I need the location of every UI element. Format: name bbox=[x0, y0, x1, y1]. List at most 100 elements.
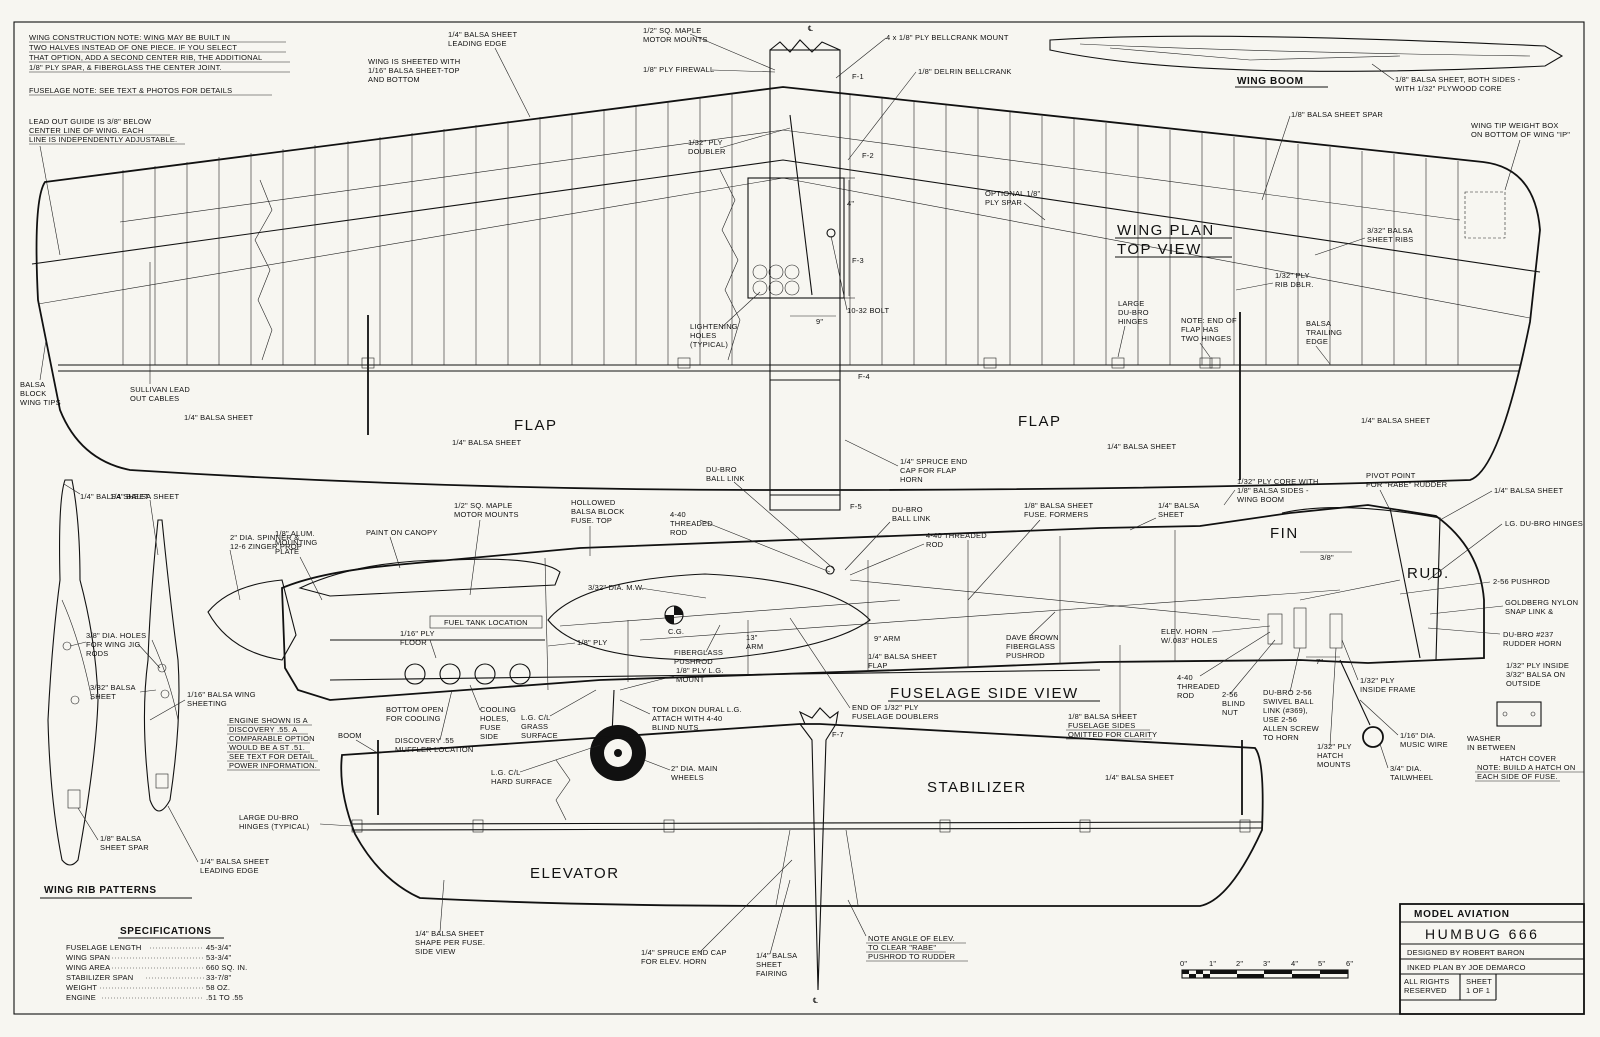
svg-text:WASHER: WASHER bbox=[1467, 734, 1501, 743]
svg-text:1/8" PLY L.G.: 1/8" PLY L.G. bbox=[676, 666, 724, 675]
svg-text:1/8" PLY SPAR, & FIBERGLASS TH: 1/8" PLY SPAR, & FIBERGLASS THE CENTER J… bbox=[29, 63, 222, 72]
svg-text:LEAD OUT GUIDE IS 3/8" BELOW: LEAD OUT GUIDE IS 3/8" BELOW bbox=[29, 117, 152, 126]
svg-text:MOUNTING: MOUNTING bbox=[275, 538, 317, 547]
svg-text:1/32" PLY: 1/32" PLY bbox=[1360, 676, 1395, 685]
fuselage-side-view: 3/8" 7" bbox=[207, 504, 1542, 781]
svg-text:DU-BRO: DU-BRO bbox=[706, 465, 737, 474]
svg-text:COOLING: COOLING bbox=[480, 705, 516, 714]
svg-text:1/8" BALSA SIDES -: 1/8" BALSA SIDES - bbox=[1237, 486, 1309, 495]
svg-text:1/4" BALSA SHEET: 1/4" BALSA SHEET bbox=[184, 413, 253, 422]
svg-text:POWER INFORMATION.: POWER INFORMATION. bbox=[229, 761, 317, 770]
svg-text:3": 3" bbox=[1263, 959, 1270, 968]
svg-text:FLAP: FLAP bbox=[868, 661, 888, 670]
svg-text:F-1: F-1 bbox=[852, 72, 864, 81]
svg-text:WHEELS: WHEELS bbox=[671, 773, 704, 782]
svg-text:1/16" BALSA WING: 1/16" BALSA WING bbox=[187, 690, 256, 699]
svg-text:TOP VIEW: TOP VIEW bbox=[1117, 241, 1202, 258]
svg-text:1/8" PLY: 1/8" PLY bbox=[577, 638, 607, 647]
svg-text:FLAP HAS: FLAP HAS bbox=[1181, 325, 1219, 334]
svg-text:FUSELAGE SIDES: FUSELAGE SIDES bbox=[1068, 721, 1135, 730]
fuselage-labels: 2" DIA. SPINNER & 12-6 ZINGER PROP 1/8" … bbox=[229, 465, 1584, 782]
svg-text:1/8" BALSA: 1/8" BALSA bbox=[100, 834, 141, 843]
svg-text:MUSIC WIRE: MUSIC WIRE bbox=[1400, 740, 1448, 749]
wing-plan-title: WING PLAN TOP VIEW bbox=[1115, 222, 1232, 258]
svg-text:DISCOVERY .55: DISCOVERY .55 bbox=[395, 736, 454, 745]
wing-ribs bbox=[122, 93, 1459, 365]
svg-text:TOM DIXON DURAL L.G.: TOM DIXON DURAL L.G. bbox=[652, 705, 742, 714]
svg-text:OPTIONAL 1/8": OPTIONAL 1/8" bbox=[985, 189, 1041, 198]
svg-text:3/4" DIA.: 3/4" DIA. bbox=[1390, 764, 1422, 773]
svg-text:OUTSIDE: OUTSIDE bbox=[1506, 679, 1541, 688]
svg-text:LG. DU-BRO HINGES: LG. DU-BRO HINGES bbox=[1505, 519, 1583, 528]
svg-text:TAILWHEEL: TAILWHEEL bbox=[1390, 773, 1433, 782]
svg-text:45-3/4": 45-3/4" bbox=[206, 943, 231, 952]
svg-text:SHAPE PER FUSE.: SHAPE PER FUSE. bbox=[415, 938, 485, 947]
svg-text:FLOOR: FLOOR bbox=[400, 638, 427, 647]
svg-text:1/4" BALSA SHEET: 1/4" BALSA SHEET bbox=[415, 929, 484, 938]
svg-text:FAIRING: FAIRING bbox=[756, 969, 787, 978]
svg-text:BALSA: BALSA bbox=[1306, 319, 1331, 328]
specifications-table: SPECIFICATIONS FUSELAGE LENGTH 45-3/4" W… bbox=[66, 926, 247, 1002]
svg-text:THREADED: THREADED bbox=[670, 519, 713, 528]
svg-text:ALLEN SCREW: ALLEN SCREW bbox=[1263, 724, 1320, 733]
svg-text:PUSHROD: PUSHROD bbox=[674, 657, 713, 666]
svg-text:9" ARM: 9" ARM bbox=[874, 634, 900, 643]
svg-text:1/4" BALSA SHEET: 1/4" BALSA SHEET bbox=[80, 492, 149, 501]
svg-text:LEADING EDGE: LEADING EDGE bbox=[200, 866, 259, 875]
svg-text:12-6 ZINGER PROP: 12-6 ZINGER PROP bbox=[230, 542, 302, 551]
svg-text:EDGE: EDGE bbox=[1306, 337, 1328, 346]
svg-text:1/4" BALSA SHEET: 1/4" BALSA SHEET bbox=[452, 438, 521, 447]
svg-text:BALL LINK: BALL LINK bbox=[706, 474, 745, 483]
svg-text:3/32" BALSA: 3/32" BALSA bbox=[90, 683, 136, 692]
svg-text:℄: ℄ bbox=[812, 996, 819, 1005]
svg-text:NUT: NUT bbox=[1222, 708, 1238, 717]
svg-text:EACH SIDE OF FUSE.: EACH SIDE OF FUSE. bbox=[1477, 772, 1558, 781]
svg-text:BALL LINK: BALL LINK bbox=[892, 514, 931, 523]
svg-text:FOR ELEV. HORN: FOR ELEV. HORN bbox=[641, 957, 706, 966]
svg-text:WEIGHT: WEIGHT bbox=[66, 983, 97, 992]
svg-text:HARD SURFACE: HARD SURFACE bbox=[491, 777, 552, 786]
wing-boom-view: WING BOOM 1/8" BALSA SHEET, BOTH SIDES -… bbox=[1049, 35, 1564, 93]
svg-text:SHEET: SHEET bbox=[1466, 977, 1492, 986]
svg-text:PUSHROD: PUSHROD bbox=[1006, 651, 1045, 660]
svg-text:1/16" DIA.: 1/16" DIA. bbox=[1400, 731, 1436, 740]
svg-text:RESERVED: RESERVED bbox=[1404, 986, 1447, 995]
svg-text:FOR "RABE" RUDDER: FOR "RABE" RUDDER bbox=[1366, 480, 1448, 489]
svg-text:FUSELAGE LENGTH: FUSELAGE LENGTH bbox=[66, 943, 142, 952]
svg-text:1/32" PLY CORE WITH: 1/32" PLY CORE WITH bbox=[1237, 477, 1319, 486]
svg-text:BLIND: BLIND bbox=[1222, 699, 1245, 708]
svg-text:SEE TEXT FOR DETAIL: SEE TEXT FOR DETAIL bbox=[229, 752, 315, 761]
svg-text:SPECIFICATIONS: SPECIFICATIONS bbox=[120, 926, 212, 937]
wing-plan-labels: 1/4" BALSA SHEET LEADING EDGE WING IS SH… bbox=[20, 26, 1570, 484]
svg-text:53-3/4": 53-3/4" bbox=[206, 953, 231, 962]
svg-text:WOULD BE A ST .51.: WOULD BE A ST .51. bbox=[229, 743, 305, 752]
stabilizer-label: STABILIZER bbox=[927, 779, 1027, 796]
fuselage-side-title: FUSELAGE SIDE VIEW bbox=[888, 685, 1100, 702]
svg-text:5": 5" bbox=[1318, 959, 1325, 968]
svg-text:GRASS: GRASS bbox=[521, 722, 548, 731]
svg-text:FUSE. FORMERS: FUSE. FORMERS bbox=[1024, 510, 1088, 519]
svg-text:RIB DBLR.: RIB DBLR. bbox=[1275, 280, 1313, 289]
svg-text:WITH 1/32" PLYWOOD CORE: WITH 1/32" PLYWOOD CORE bbox=[1395, 84, 1502, 93]
svg-text:COMPARABLE OPTION: COMPARABLE OPTION bbox=[229, 734, 315, 743]
svg-text:WING RIB PATTERNS: WING RIB PATTERNS bbox=[44, 885, 157, 896]
svg-text:FUSELAGE SIDE VIEW: FUSELAGE SIDE VIEW bbox=[890, 685, 1079, 702]
svg-text:1/4" BALSA SHEET: 1/4" BALSA SHEET bbox=[200, 857, 269, 866]
rud-label: RUD. bbox=[1407, 565, 1450, 582]
svg-text:33-7/8": 33-7/8" bbox=[206, 973, 231, 982]
svg-text:L.G. C/L: L.G. C/L bbox=[521, 713, 551, 722]
svg-text:BALSA: BALSA bbox=[20, 380, 45, 389]
svg-text:1/4" SPRUCE END CAP: 1/4" SPRUCE END CAP bbox=[641, 948, 727, 957]
svg-text:ON BOTTOM OF WING "IP": ON BOTTOM OF WING "IP" bbox=[1471, 130, 1570, 139]
svg-text:LARGE: LARGE bbox=[1118, 299, 1144, 308]
title-block: MODEL AVIATION HUMBUG 666 DESIGNED BY RO… bbox=[1399, 903, 1585, 1015]
svg-text:1/32" PLY: 1/32" PLY bbox=[1317, 742, 1352, 751]
svg-text:FIBERGLASS: FIBERGLASS bbox=[674, 648, 723, 657]
svg-text:0": 0" bbox=[1180, 959, 1187, 968]
svg-text:2-56 PUSHROD: 2-56 PUSHROD bbox=[1493, 577, 1550, 586]
svg-text:.51 TO .55: .51 TO .55 bbox=[206, 993, 243, 1002]
svg-text:ATTACH WITH 4-40: ATTACH WITH 4-40 bbox=[652, 714, 722, 723]
svg-text:9": 9" bbox=[816, 317, 823, 326]
svg-text:WING BOOM: WING BOOM bbox=[1237, 76, 1304, 87]
